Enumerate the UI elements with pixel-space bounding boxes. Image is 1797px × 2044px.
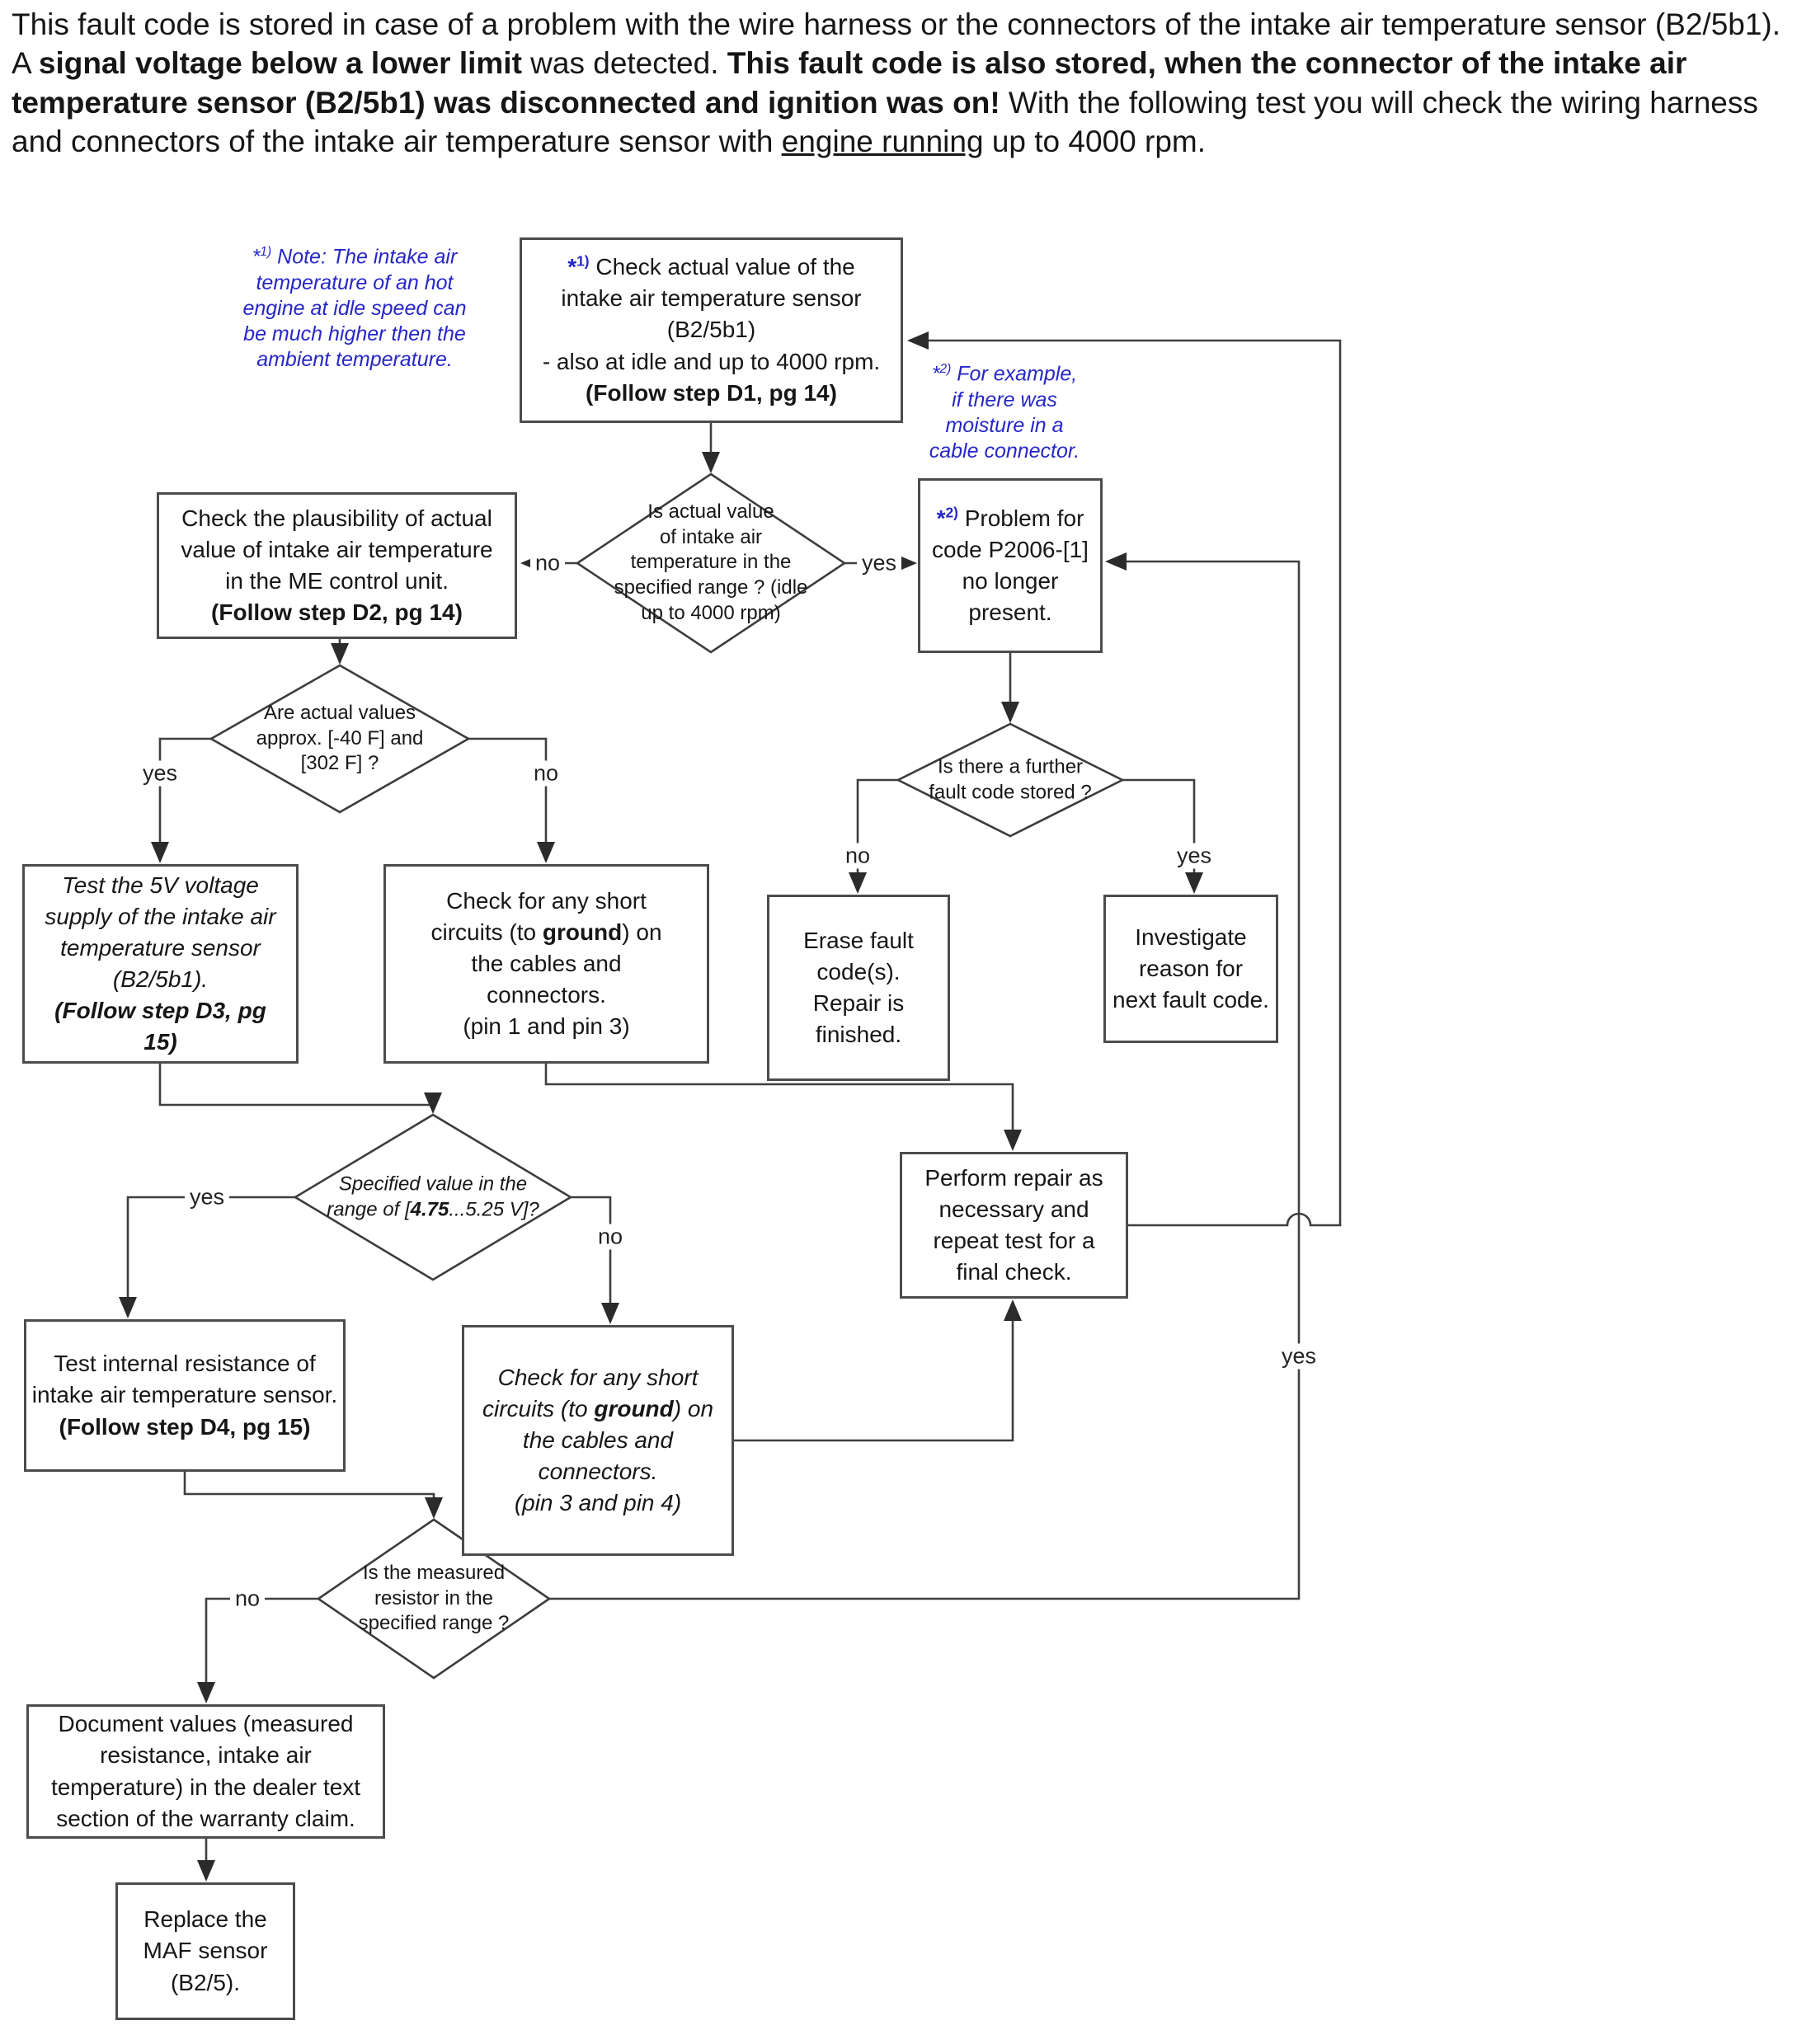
- edge-label-dB-no: no: [592, 1224, 628, 1250]
- intro-paragraph: This fault code is stored in case of a p…: [12, 7, 1781, 159]
- edge-dA-no-to-pin13: [468, 737, 555, 863]
- edge-dB-no-to-pin34: [571, 1196, 619, 1324]
- edge-label-d1-no: no: [529, 550, 566, 576]
- edge-dC-no-to-documentvalues: [197, 1597, 318, 1703]
- edge-label-d2-no: no: [840, 843, 876, 869]
- edge-label-dA-no: no: [528, 760, 564, 787]
- edge-label-dC-no: no: [229, 1586, 266, 1612]
- decision-minus40-302-shape: [209, 664, 471, 814]
- decision-resistor-range-shape: [316, 1518, 552, 1680]
- edge-testresistance-to-dC: [183, 1472, 443, 1519]
- edge-pin34-to-performrepair: [734, 1299, 1022, 1442]
- edge-d2-yes-to-investigate: [1122, 778, 1203, 894]
- edge-d2-no-to-erase: [849, 778, 898, 894]
- edge-pin13-to-performrepair: [544, 1064, 1022, 1151]
- decision-further-fault-code-shape: [896, 722, 1125, 838]
- edge-label-d2-yes: yes: [1171, 843, 1217, 869]
- edge-performrepair-loop-to-topcheck: [907, 331, 1342, 1227]
- edge-dA-yes-to-testvoltage: [151, 737, 211, 863]
- edge-label-loop-yes: yes: [1276, 1343, 1322, 1370]
- edge-testvoltage-to-dB: [158, 1064, 442, 1114]
- decision-voltage-range-shape: [293, 1113, 573, 1281]
- edge-dC-yes-to-p2006: [549, 552, 1301, 1600]
- edge-label-dA-yes: yes: [137, 760, 183, 787]
- edge-label-d1-yes: yes: [856, 550, 902, 576]
- decision-actual-value-in-range-shape: [575, 472, 847, 654]
- edge-label-dB-yes: yes: [184, 1184, 230, 1210]
- edge-dB-yes-to-testresistance: [119, 1196, 295, 1318]
